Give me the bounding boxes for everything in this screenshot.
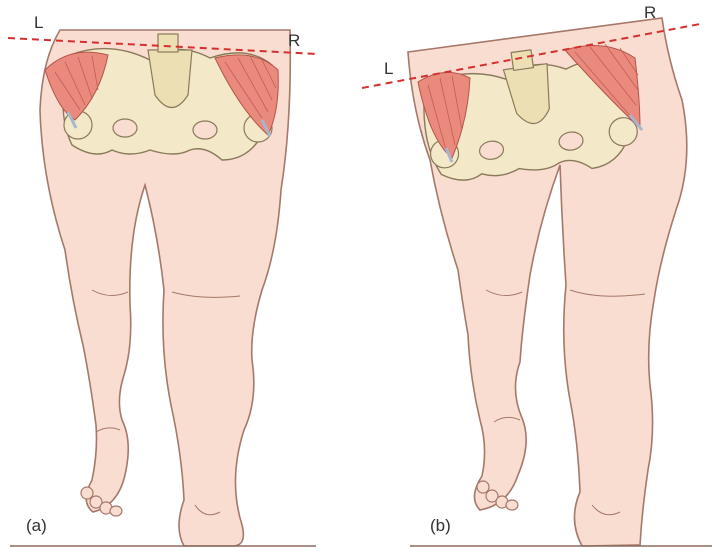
panel-b-right-marker: R (644, 3, 656, 22)
panel-a-caption: (a) (26, 516, 47, 535)
panel-b: L R (b) (362, 3, 700, 546)
panel-a: L R (a) (8, 13, 318, 546)
panel-a-right-marker: R (288, 31, 300, 50)
panel-b-left-marker: L (384, 59, 393, 78)
panel-b-caption: (b) (430, 516, 451, 535)
panel-a-left-marker: L (34, 13, 43, 32)
